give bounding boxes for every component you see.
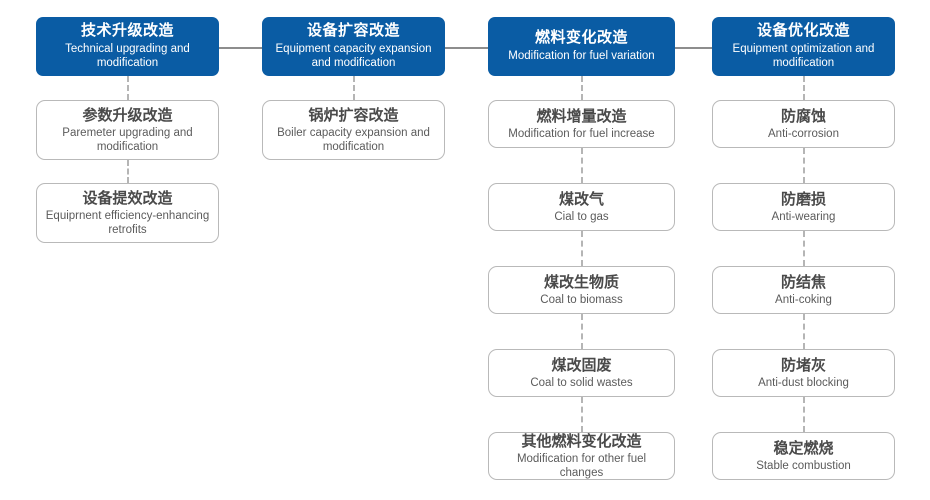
node-title-en: Paremeter upgrading and modification xyxy=(62,126,193,153)
node-title-cn: 参数升级改造 xyxy=(82,106,173,124)
connector-col4-node1-to-node2 xyxy=(803,148,805,183)
header-connector-2-3 xyxy=(445,47,488,49)
connector-col3-node1-to-node2 xyxy=(581,148,583,183)
column-header-equipment-optimization[interactable]: 设备优化改造 Equipment optimization and modifi… xyxy=(712,17,895,76)
node-title-en: Coal to solid wastes xyxy=(530,376,633,389)
connector-col4-node3-to-node4 xyxy=(803,314,805,349)
node-title-en: Anti-coking xyxy=(775,293,832,306)
connector-col1-node1-to-node2 xyxy=(127,160,129,183)
header-title-en: Modification for fuel variation xyxy=(508,50,655,62)
column-header-technical-upgrading[interactable]: 技术升级改造 Technical upgrading and modificat… xyxy=(36,17,219,76)
header-title-cn: 技术升级改造 xyxy=(80,22,174,39)
header-title-en: Technical upgrading and modification xyxy=(65,43,190,69)
node-title-en: Equiprnent efficiency-enhancing retrofit… xyxy=(45,209,210,236)
connector-col2-header-to-node1 xyxy=(353,76,355,100)
node-title-cn: 燃料增量改造 xyxy=(536,107,627,125)
node-title-cn: 煤改生物质 xyxy=(543,273,619,291)
node-title-en: Cial to gas xyxy=(554,210,609,223)
node-coal-to-solid-wastes[interactable]: 煤改固废 Coal to solid wastes xyxy=(488,349,675,397)
node-title-cn: 其他燃料变化改造 xyxy=(521,432,642,450)
node-title-cn: 煤改固废 xyxy=(551,356,612,374)
node-title-cn: 设备提效改造 xyxy=(82,189,173,207)
connector-col4-header-to-node1 xyxy=(803,76,805,100)
connector-col3-header-to-node1 xyxy=(581,76,583,100)
node-title-en: Modification for fuel increase xyxy=(508,127,655,140)
header-connector-1-2 xyxy=(219,47,262,49)
node-stable-combustion[interactable]: 稳定燃烧 Stable combustion xyxy=(712,432,895,480)
header-title-cn: 设备优化改造 xyxy=(756,22,850,39)
node-boiler-capacity-expansion[interactable]: 锅炉扩容改造 Boiler capacity expansion and mod… xyxy=(262,100,445,160)
node-title-en: Anti-dust blocking xyxy=(758,376,849,389)
column-header-fuel-variation[interactable]: 燃料变化改造 Modification for fuel variation xyxy=(488,17,675,76)
node-anti-coking[interactable]: 防结焦 Anti-coking xyxy=(712,266,895,314)
connector-col4-node4-to-node5 xyxy=(803,397,805,432)
node-equipment-efficiency[interactable]: 设备提效改造 Equiprnent efficiency-enhancing r… xyxy=(36,183,219,243)
connector-col3-node4-to-node5 xyxy=(581,397,583,432)
node-parameter-upgrading[interactable]: 参数升级改造 Paremeter upgrading and modificat… xyxy=(36,100,219,160)
node-title-cn: 防堵灰 xyxy=(780,356,826,374)
connector-col3-node3-to-node4 xyxy=(581,314,583,349)
node-title-en: Modification for other fuel changes xyxy=(516,452,647,479)
node-anti-corrosion[interactable]: 防腐蚀 Anti-corrosion xyxy=(712,100,895,148)
node-title-cn: 锅炉扩容改造 xyxy=(308,106,399,124)
header-connector-3-4 xyxy=(675,47,712,49)
node-fuel-increase[interactable]: 燃料增量改造 Modification for fuel increase xyxy=(488,100,675,148)
header-title-en: Equipment capacity expansion and modific… xyxy=(275,43,432,69)
column-header-equipment-capacity-expansion[interactable]: 设备扩容改造 Equipment capacity expansion and … xyxy=(262,17,445,76)
connector-col1-header-to-node1 xyxy=(127,76,129,100)
node-title-cn: 防结焦 xyxy=(780,273,826,291)
node-title-en: Stable combustion xyxy=(756,459,851,472)
node-coal-to-gas[interactable]: 煤改气 Cial to gas xyxy=(488,183,675,231)
node-anti-wearing[interactable]: 防磨损 Anti-wearing xyxy=(712,183,895,231)
node-other-fuel-changes[interactable]: 其他燃料变化改造 Modification for other fuel cha… xyxy=(488,432,675,480)
node-anti-dust-blocking[interactable]: 防堵灰 Anti-dust blocking xyxy=(712,349,895,397)
connector-col4-node2-to-node3 xyxy=(803,231,805,266)
header-title-cn: 设备扩容改造 xyxy=(306,22,400,39)
node-title-en: Anti-wearing xyxy=(771,210,836,223)
node-title-cn: 防磨损 xyxy=(780,190,826,208)
node-title-cn: 防腐蚀 xyxy=(780,107,826,125)
node-title-en: Anti-corrosion xyxy=(768,127,839,140)
node-title-en: Coal to biomass xyxy=(540,293,623,306)
node-title-cn: 稳定燃烧 xyxy=(773,439,834,457)
connector-col3-node2-to-node3 xyxy=(581,231,583,266)
header-title-cn: 燃料变化改造 xyxy=(534,29,628,46)
node-coal-to-biomass[interactable]: 煤改生物质 Coal to biomass xyxy=(488,266,675,314)
node-title-en: Boiler capacity expansion and modificati… xyxy=(277,126,430,153)
header-title-en: Equipment optimization and modification xyxy=(732,43,875,69)
node-title-cn: 煤改气 xyxy=(558,190,604,208)
